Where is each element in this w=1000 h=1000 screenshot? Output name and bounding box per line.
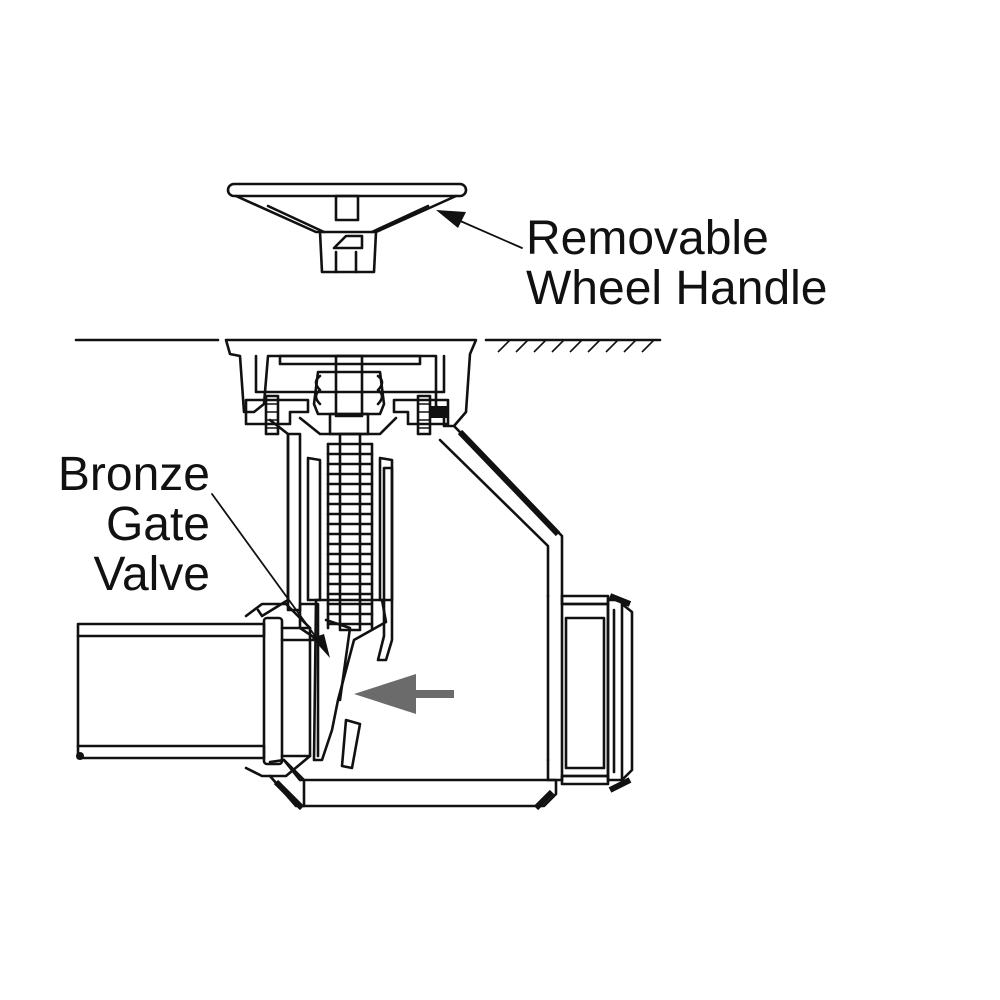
bronze-gate xyxy=(312,598,388,770)
outlet-pipe xyxy=(560,593,634,793)
inlet-pipe xyxy=(76,602,320,778)
gate-valve-label-line3: Valve xyxy=(93,548,210,601)
gate-valve-label-line2: Gate xyxy=(105,498,210,551)
valve-body xyxy=(256,418,564,811)
ground-line xyxy=(74,338,662,353)
wheel-handle-label-line2: Wheel Handle xyxy=(526,262,828,315)
gate-valve-label-line1: Bronze xyxy=(57,448,210,501)
wheel-handle xyxy=(226,182,468,274)
wheel-handle-label: Removable Wheel Handle xyxy=(526,214,828,314)
bronze-gate-valve-label: Bronze Gate Valve xyxy=(30,450,210,600)
valve-leader-arrow xyxy=(211,493,330,658)
handle-leader-arrow xyxy=(436,210,523,249)
wheel-handle-label-line1: Removable xyxy=(526,212,769,265)
valve-cover xyxy=(224,338,478,436)
flow-direction-arrow xyxy=(354,674,454,714)
